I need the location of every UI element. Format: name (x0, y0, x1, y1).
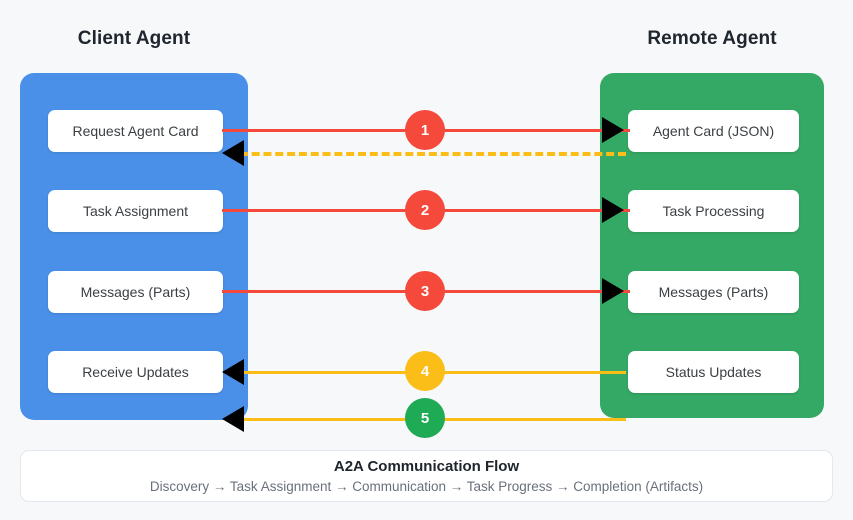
arrowhead-left-icon-4 (222, 359, 244, 385)
remote-step-messages-parts[interactable]: Messages (Parts) (628, 271, 799, 313)
footer-title: A2A Communication Flow (333, 458, 520, 475)
client-agent-title: Client Agent (77, 28, 191, 49)
arrowhead-right-icon-3 (602, 278, 624, 304)
client-step-receive-updates[interactable]: Receive Updates (48, 351, 223, 393)
step-badge-5[interactable]: 5 (405, 398, 445, 438)
arrowhead-left-icon-1-return (222, 140, 244, 166)
client-step-request-agent-card[interactable]: Request Agent Card (48, 110, 223, 152)
remote-agent-title: Remote Agent (647, 28, 777, 49)
arrowhead-right-icon-2 (602, 197, 624, 223)
arrowhead-right-icon-1 (602, 117, 624, 143)
remote-step-task-processing[interactable]: Task Processing (628, 190, 799, 232)
flow-line-1-return (228, 152, 626, 156)
step-badge-1[interactable]: 1 (405, 110, 445, 150)
step-badge-4[interactable]: 4 (405, 351, 445, 391)
remote-step-status-updates[interactable]: Status Updates (628, 351, 799, 393)
client-step-task-assignment[interactable]: Task Assignment (48, 190, 223, 232)
arrowhead-left-icon-5 (222, 406, 244, 432)
step-badge-2[interactable]: 2 (405, 190, 445, 230)
footer-subtitle: Discovery → Task Assignment → Communicat… (149, 479, 704, 494)
footer-caption-panel: A2A Communication Flow Discovery → Task … (20, 450, 833, 502)
step-badge-3[interactable]: 3 (405, 271, 445, 311)
client-step-messages-parts[interactable]: Messages (Parts) (48, 271, 223, 313)
remote-step-agent-card-json[interactable]: Agent Card (JSON) (628, 110, 799, 152)
